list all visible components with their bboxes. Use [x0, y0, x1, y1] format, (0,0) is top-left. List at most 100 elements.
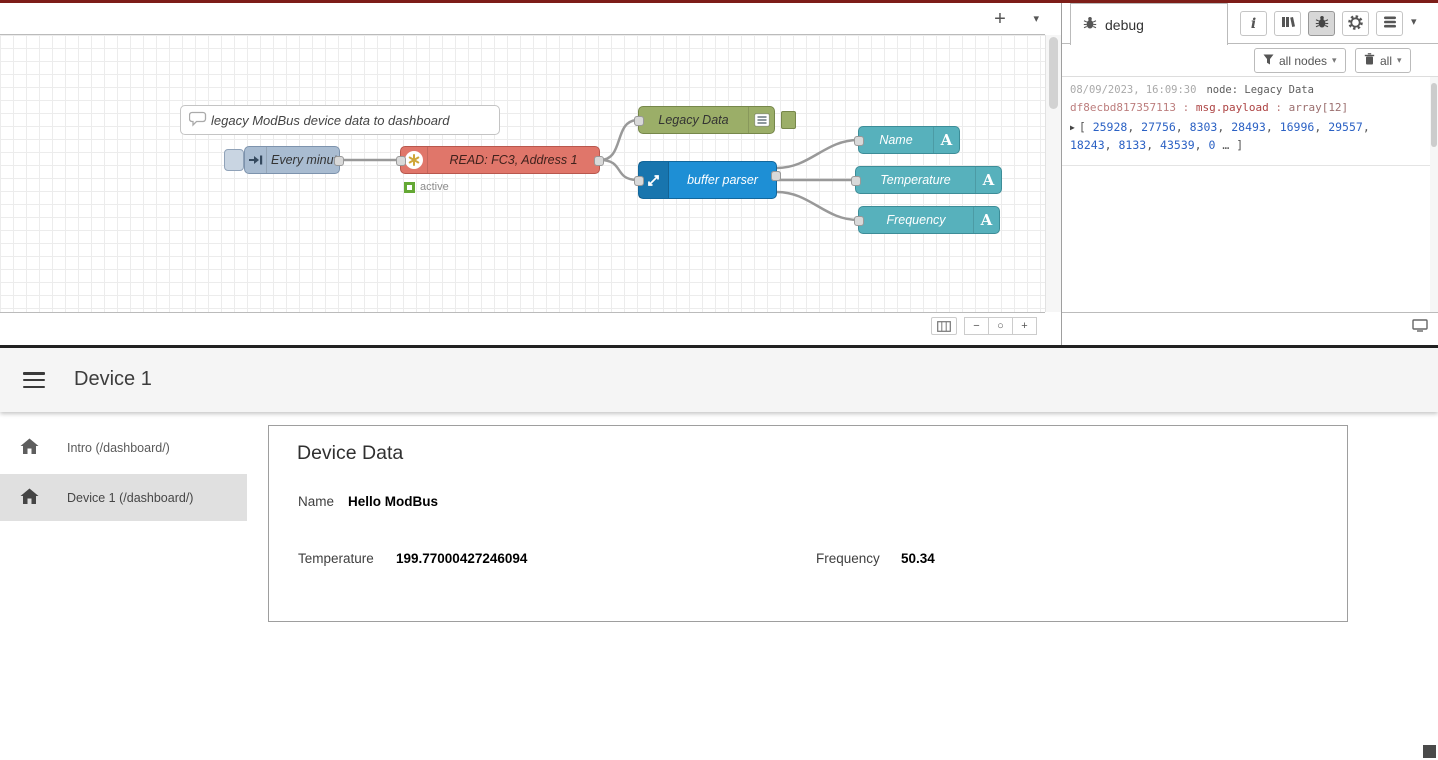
- inject-node[interactable]: Every minute: [244, 146, 340, 174]
- zoom-controls: − ○ +: [965, 317, 1037, 335]
- input-port[interactable]: [854, 216, 864, 226]
- clear-messages-button[interactable]: all ▾: [1355, 48, 1411, 73]
- expand-caret-icon[interactable]: ▶: [1070, 123, 1075, 132]
- payload-number: 0: [1209, 138, 1216, 152]
- help-tab-button[interactable]: [1274, 11, 1301, 36]
- canvas-scrollbar[interactable]: [1045, 35, 1061, 312]
- info-tab-button[interactable]: i: [1240, 11, 1267, 36]
- payload-number: 18243: [1070, 138, 1105, 152]
- config-nodes-tab-button[interactable]: [1342, 11, 1369, 36]
- tab-debug-label: debug: [1105, 17, 1144, 33]
- status-text: active: [420, 181, 449, 193]
- debug-message[interactable]: 08/09/2023, 16:09:30node: Legacy Data df…: [1062, 77, 1438, 166]
- ui-text-node-frequency[interactable]: Frequency A: [858, 206, 1000, 234]
- payload-number: 27756: [1141, 120, 1176, 134]
- wire[interactable]: [600, 160, 638, 180]
- status-ring-icon: [404, 182, 415, 193]
- modbus-node-label: READ: FC3, Address 1: [428, 153, 599, 167]
- debug-timestamp: 08/09/2023, 16:09:30: [1070, 84, 1196, 96]
- chevron-down-icon: ▾: [1397, 55, 1402, 66]
- card-title: Device Data: [297, 442, 403, 465]
- input-port[interactable]: [634, 116, 644, 126]
- zoom-in-button[interactable]: +: [1012, 317, 1037, 335]
- filter-nodes-button[interactable]: all nodes ▾: [1254, 48, 1346, 73]
- dashboard-nav-item[interactable]: Device 1 (/dashboard/): [0, 474, 247, 521]
- payload-number: 28493: [1231, 120, 1266, 134]
- input-port[interactable]: [851, 176, 861, 186]
- wire[interactable]: [777, 192, 858, 220]
- debug-enable-toggle[interactable]: [781, 111, 796, 129]
- output-port[interactable]: [771, 171, 781, 181]
- debug-sidebar: debug i ▾ all nodes ▾: [1061, 3, 1438, 345]
- output-port[interactable]: [334, 156, 344, 166]
- modbus-read-node[interactable]: READ: FC3, Address 1: [400, 146, 600, 174]
- input-port[interactable]: [854, 136, 864, 146]
- debug-tab-button[interactable]: [1308, 11, 1335, 36]
- chevron-down-icon: ▾: [1332, 55, 1337, 66]
- debug-message-list: 08/09/2023, 16:09:30node: Legacy Data df…: [1062, 77, 1438, 312]
- dashboard-main: Device Data Name Hello ModBus Temperatur…: [248, 412, 1438, 760]
- text-format-icon: A: [975, 167, 1001, 193]
- open-in-window-icon[interactable]: [1412, 319, 1428, 335]
- dashboard-header: Device 1: [0, 348, 1438, 412]
- debug-payload: ▶[ 25928, 27756, 8303, 28493, 16996, 295…: [1070, 119, 1390, 155]
- nav-item-label: Intro (/dashboard/): [67, 441, 170, 455]
- text-format-icon: A: [933, 127, 959, 153]
- ui-text-node-temperature[interactable]: Temperature A: [855, 166, 1002, 194]
- minimap-toggle-button[interactable]: [931, 317, 957, 335]
- scrollbar-thumb[interactable]: [1431, 83, 1437, 147]
- bug-icon: [1083, 16, 1097, 33]
- input-port[interactable]: [396, 156, 406, 166]
- flow-tab-bar: + ▾: [0, 3, 1045, 35]
- flow-canvas[interactable]: legacy ModBus device data to dashboard E…: [0, 35, 1045, 312]
- buffer-parser-label: buffer parser: [669, 173, 776, 187]
- ui-text-node-name[interactable]: Name A: [858, 126, 960, 154]
- ui-node-label: Frequency: [859, 213, 973, 227]
- debug-message-meta: 08/09/2023, 16:09:30 node: Legacy Data: [1070, 84, 1410, 96]
- layers-icon: [1383, 15, 1397, 32]
- payload-number: 43539: [1160, 138, 1195, 152]
- payload-number: 8133: [1118, 138, 1146, 152]
- scrollbar-thumb[interactable]: [1049, 37, 1058, 109]
- debug-filter-bar: all nodes ▾ all ▾: [1062, 44, 1438, 77]
- debug-source-node: node: Legacy Data: [1206, 84, 1313, 96]
- trash-icon: [1364, 53, 1375, 68]
- comment-node[interactable]: legacy ModBus device data to dashboard: [180, 105, 500, 135]
- zoom-out-button[interactable]: −: [964, 317, 989, 335]
- flow-list-button[interactable]: ▾: [1033, 12, 1039, 25]
- ui-node-label: Temperature: [856, 173, 975, 187]
- sidebar-menu-button[interactable]: ▾: [1411, 15, 1417, 28]
- name-label: Name: [298, 494, 334, 509]
- add-flow-button[interactable]: +: [987, 6, 1013, 32]
- zoom-reset-button[interactable]: ○: [988, 317, 1013, 335]
- temperature-value: 199.77000427246094: [396, 551, 527, 566]
- payload-number: 8303: [1190, 120, 1218, 134]
- sidebar-footer: [1062, 312, 1438, 339]
- buffer-parser-node[interactable]: buffer parser: [638, 161, 777, 199]
- debug-node-legacy-data[interactable]: Legacy Data: [638, 106, 775, 134]
- inject-trigger-button[interactable]: [224, 149, 244, 171]
- debug-list-icon: [748, 107, 774, 133]
- comment-label: legacy ModBus device data to dashboard: [207, 113, 499, 128]
- debug-node-label: Legacy Data: [639, 113, 748, 127]
- temperature-label: Temperature: [298, 551, 374, 566]
- output-port[interactable]: [594, 156, 604, 166]
- frequency-label: Frequency: [816, 551, 880, 566]
- wire[interactable]: [600, 120, 638, 160]
- ui-node-label: Name: [859, 133, 933, 147]
- debug-type: array[12]: [1289, 101, 1349, 114]
- input-port[interactable]: [634, 176, 644, 186]
- dashboard-nav-item[interactable]: Intro (/dashboard/): [0, 424, 247, 471]
- context-data-tab-button[interactable]: [1376, 11, 1403, 36]
- wire[interactable]: [777, 140, 858, 168]
- sidebar-scrollbar[interactable]: [1430, 77, 1438, 312]
- speech-bubble-icon: [189, 111, 207, 130]
- tab-debug[interactable]: debug: [1070, 3, 1228, 45]
- page-title: Device 1: [74, 368, 152, 391]
- dashboard-nav: Intro (/dashboard/) Device 1 (/dashboard…: [0, 412, 248, 760]
- funnel-icon: [1263, 54, 1274, 68]
- sidebar-header: debug i ▾: [1062, 3, 1438, 44]
- menu-icon[interactable]: [23, 372, 45, 389]
- gear-icon: [1348, 15, 1363, 33]
